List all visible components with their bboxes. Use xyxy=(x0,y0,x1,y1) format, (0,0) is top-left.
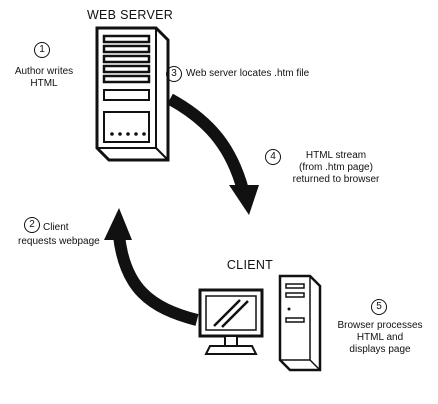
step-4-line-1: HTML stream xyxy=(305,150,367,161)
step-1-label: Author writes HTML xyxy=(4,66,84,90)
web-server-title: WEB SERVER xyxy=(86,8,174,22)
step-3-number: 3 xyxy=(166,66,182,82)
step-5-line-2: HTML and xyxy=(356,332,404,343)
step-3-label: Web server locates .htm file xyxy=(186,68,366,80)
step-5-label: Browser processes HTML and displays page xyxy=(330,320,430,356)
step-5-line-3: displays page xyxy=(349,344,411,355)
step-5-number: 5 xyxy=(371,299,387,315)
web-server-icon xyxy=(95,26,170,162)
step-2-line-1: Client xyxy=(43,222,69,233)
client-monitor-icon xyxy=(198,288,264,355)
client-tower-icon xyxy=(278,274,322,372)
step-4-line-3: returned to browser xyxy=(292,174,380,185)
request-arrow xyxy=(104,208,199,326)
step-4-line-2: (from .htm page) xyxy=(299,162,373,173)
step-4-number: 4 xyxy=(265,149,281,165)
step-2-line-2: requests webpage xyxy=(18,236,100,247)
client-title: CLIENT xyxy=(226,258,274,272)
step-3-line-1: Web server locates .htm file xyxy=(186,68,310,79)
step-2-number: 2 xyxy=(24,217,40,233)
step-1-number: 1 xyxy=(34,42,50,58)
step-1-line-2: HTML xyxy=(30,78,58,89)
response-arrow xyxy=(167,93,259,215)
step-4-label: HTML stream (from .htm page) returned to… xyxy=(283,150,389,186)
step-1-line-1: Author writes xyxy=(14,66,74,77)
step-5-line-1: Browser processes xyxy=(337,320,423,331)
